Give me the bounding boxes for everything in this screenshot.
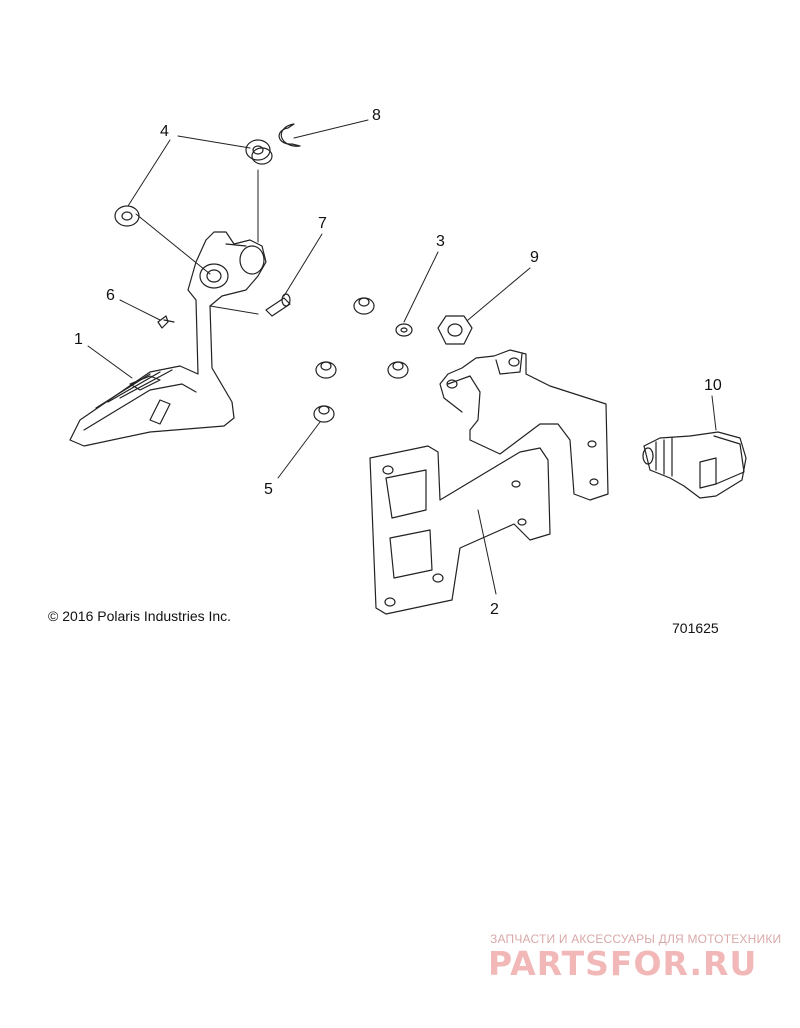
callout-8: 8: [372, 107, 381, 124]
callout-7: 7: [318, 215, 327, 232]
watermark-tagline: ЗАПЧАСТИ И АКСЕССУАРЫ ДЛЯ МОТОТЕХНИКИ: [490, 932, 782, 946]
callout-numbers: 1 2 3 4 5 6 7 8 9 10: [74, 107, 722, 618]
washer: [395, 323, 413, 337]
callout-1: 1: [74, 331, 83, 348]
e-clip: [278, 123, 301, 147]
callout-2: 2: [490, 601, 499, 618]
mounting-bracket: [369, 349, 609, 615]
brake-pedal-arm: [69, 231, 267, 447]
callout-10: 10: [704, 377, 722, 394]
callout-3: 3: [436, 233, 445, 250]
copyright-text: © 2016 Polaris Industries Inc.: [48, 608, 232, 624]
callout-9: 9: [530, 249, 539, 266]
hex-nut: [437, 315, 473, 345]
flange-nut-d: [313, 405, 335, 423]
callout-6: 6: [106, 287, 115, 304]
leader-lines: [87, 119, 717, 595]
cotter-pin: [157, 315, 175, 329]
bushing-left: [114, 205, 140, 227]
clevis-pin: [265, 293, 291, 317]
flange-nut-c: [387, 361, 409, 379]
callout-5: 5: [264, 481, 273, 498]
bushing-right: [245, 139, 273, 165]
drawing-number: 701625: [672, 620, 719, 636]
watermark-logo: PARTSFOR.RU: [488, 944, 758, 983]
flange-nut-b: [315, 361, 337, 379]
brake-switch: [642, 431, 747, 499]
callout-4: 4: [160, 123, 169, 140]
flange-nut-a: [353, 297, 375, 315]
